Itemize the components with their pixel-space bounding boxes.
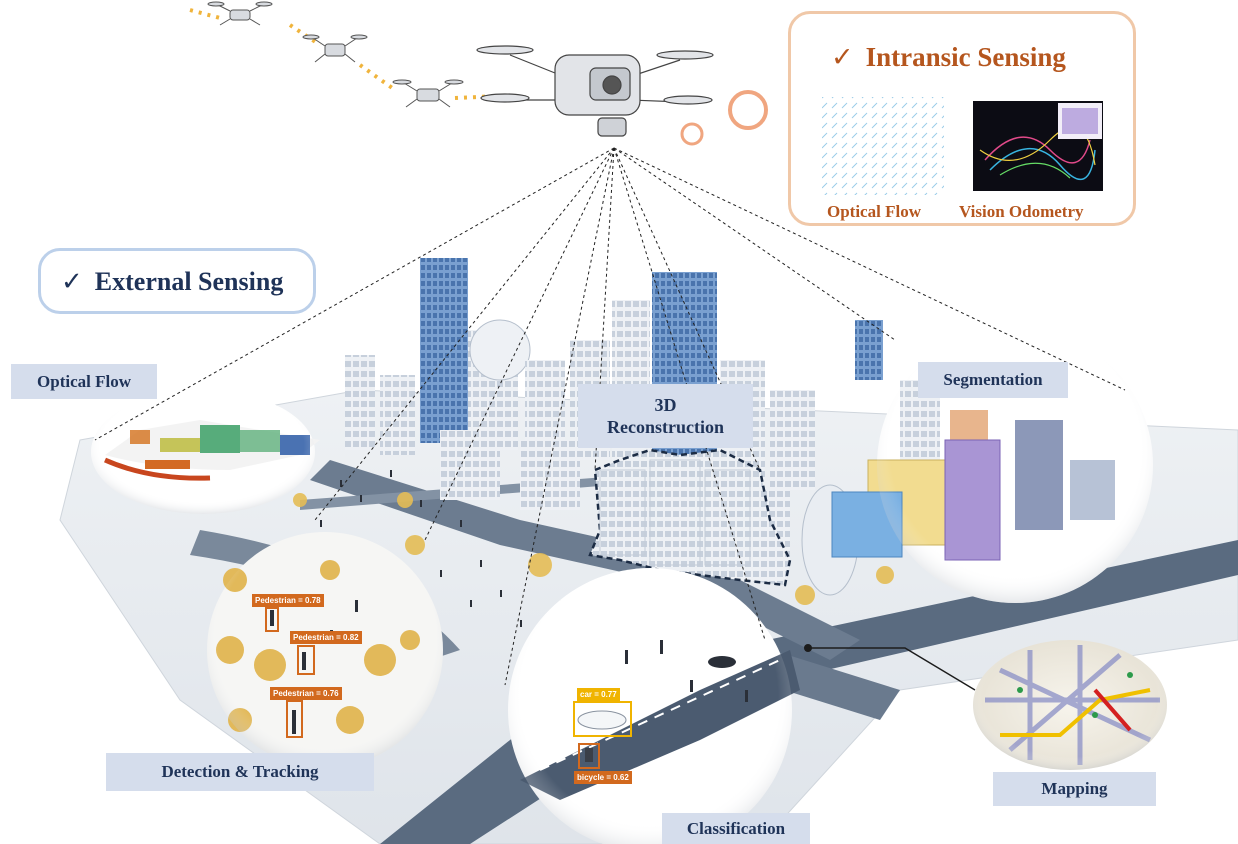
detection-box-bicycle (578, 743, 600, 769)
label-detection-tracking: Detection & Tracking (106, 753, 374, 791)
external-sensing-panel: ✓ External Sensing (38, 248, 316, 314)
detection-bubble (207, 532, 443, 768)
intrinsic-item-optical-flow: Optical Flow (827, 202, 921, 221)
detection-label-bicycle: bicycle = 0.62 (574, 771, 632, 784)
checkmark-icon: ✓ (831, 42, 854, 73)
label-optical-flow: Optical Flow (11, 364, 157, 399)
label-classification: Classification (662, 813, 810, 844)
decor-ring-small (680, 122, 704, 146)
intrinsic-optical-flow-thumb (822, 97, 944, 195)
intrinsic-sensing-title: ✓ Intransic Sensing (831, 42, 1066, 73)
external-sensing-title: ✓ External Sensing (61, 267, 283, 297)
reconstruction-line-1: 3D (654, 395, 677, 415)
mapping-bubble (973, 640, 1167, 770)
detection-box-car (573, 701, 632, 737)
intrinsic-title-text: Intransic Sensing (865, 42, 1066, 72)
detection-label-pedestrian: Pedestrian = 0.82 (290, 631, 362, 644)
detection-box-pedestrian (265, 607, 279, 632)
intrinsic-sensing-panel: ✓ Intransic Sensing Optical Flow Vision O… (788, 11, 1136, 226)
detection-label-car: car = 0.77 (577, 688, 620, 701)
detection-label-pedestrian: Pedestrian = 0.78 (252, 594, 324, 607)
decor-ring-large (728, 90, 768, 130)
vision-odometry-thumb (973, 101, 1103, 191)
detection-label-pedestrian: Pedestrian = 0.76 (270, 687, 342, 700)
label-3d-reconstruction: 3D Reconstruction (578, 384, 753, 448)
checkmark-icon: ✓ (61, 267, 83, 297)
reconstruction-line-2: Reconstruction (607, 417, 724, 437)
external-title-text: External Sensing (94, 267, 284, 296)
optical-flow-bubble (91, 390, 320, 514)
detection-box-pedestrian (297, 645, 315, 675)
detection-box-pedestrian (286, 700, 303, 738)
label-mapping: Mapping (993, 772, 1156, 806)
main-drone (476, 45, 714, 137)
trail-drones (207, 1, 464, 108)
label-segmentation: Segmentation (918, 362, 1068, 398)
intrinsic-item-vision-odometry: Vision Odometry (959, 202, 1084, 221)
